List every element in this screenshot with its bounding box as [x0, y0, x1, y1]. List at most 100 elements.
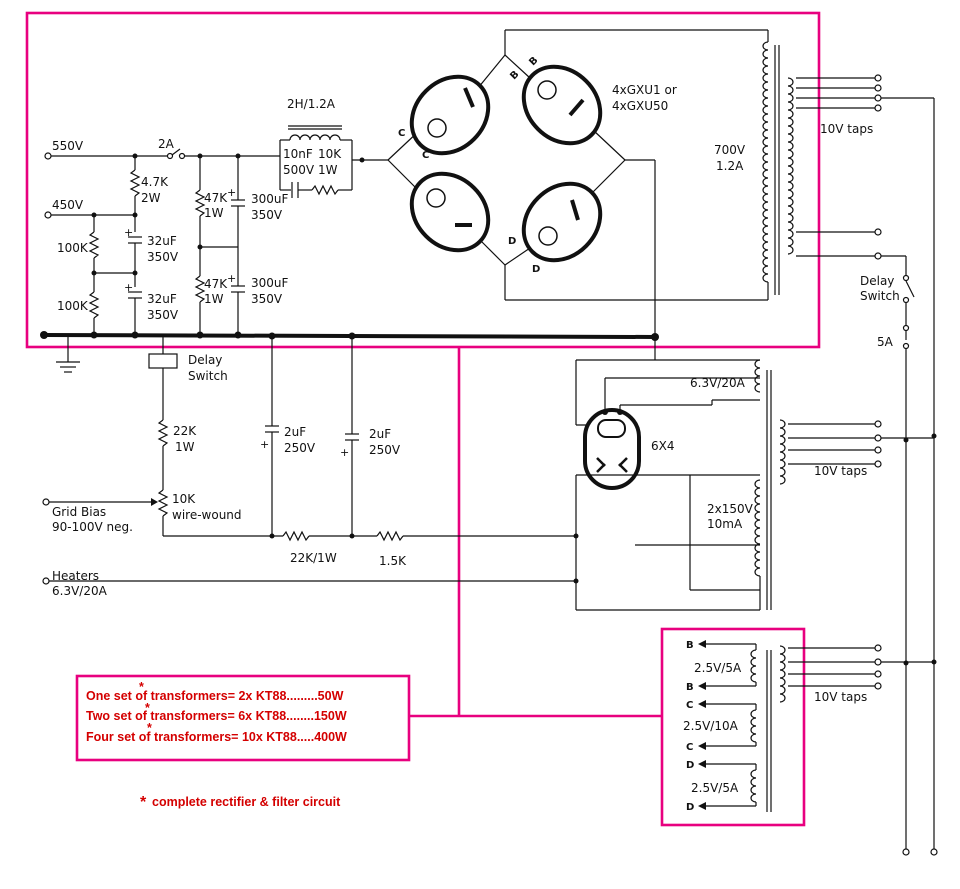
label-fuse-5a: 5A — [877, 335, 894, 349]
rect-letter-b2: B — [527, 55, 540, 68]
terminal-550v — [44, 152, 52, 160]
delay-switch-main — [905, 280, 915, 298]
terminal-450v — [44, 211, 52, 219]
label-r-22k-1w: 22K/1W — [290, 551, 337, 565]
rectifier-tube-bottom-left — [409, 171, 491, 253]
resistor-22k-1w — [282, 530, 310, 542]
filament-transformer-highlight-box — [660, 627, 806, 827]
resistor-1k5 — [376, 530, 404, 542]
notes: One set of transformers= 2x KT88........… — [86, 680, 347, 811]
label-main-current: 1.2A — [716, 159, 744, 173]
label-grid-bias-2: 90-100V neg. — [52, 520, 133, 534]
rect-letter-b1: B — [508, 69, 521, 82]
resistor-47k-b — [194, 275, 206, 303]
label-550v: 550V — [52, 139, 84, 153]
label-c-2uf-a: 2uF — [284, 425, 306, 439]
filament-transformer-primary — [779, 645, 786, 703]
notes-highlight-box — [75, 674, 411, 762]
label-c-300uf-b: 300uF — [251, 276, 289, 290]
label-c-300uf-a: 300uF — [251, 192, 289, 206]
svg-text:+: + — [340, 446, 349, 459]
rectifier-tube-top-right — [521, 64, 603, 146]
mains-lines: Delay Switch 5A — [860, 98, 938, 856]
label-main-voltage: 700V — [714, 143, 746, 157]
rect-letter-c1: C — [398, 128, 405, 139]
label-r-47k-b: 47K — [204, 277, 228, 291]
label-c-300uf-b-v: 350V — [251, 292, 283, 306]
label-6x4: 6X4 — [651, 439, 675, 453]
label-choke: 2H/1.2A — [287, 97, 336, 111]
resistor-100k-a — [88, 231, 100, 259]
rect-letter-d2: D — [532, 264, 540, 275]
label-snubber-c-v: 500V — [283, 163, 315, 177]
label-fil-w3: 2.5V/5A — [691, 781, 739, 795]
label-pot: 10K — [172, 492, 196, 506]
label-r-1k5: 1.5K — [379, 554, 407, 568]
footnote-asterisk: * — [140, 794, 147, 811]
note-line-2: Two set of transformers= 6x KT88........… — [86, 709, 347, 723]
label-heaters-2: 6.3V/20A — [52, 584, 108, 598]
label-r-47k-a: 47K — [204, 191, 228, 205]
label-pot-type: wire-wound — [172, 508, 242, 522]
label-fuse-2a: 2A — [158, 137, 175, 151]
label-c-2uf-a-v: 250V — [284, 441, 316, 455]
ground-bus — [40, 331, 659, 373]
label-bias-hv-2: 10mA — [707, 517, 743, 531]
label-bias-delay-1: Delay — [188, 353, 222, 367]
fil-letter-c2: C — [686, 742, 693, 753]
fil-letter-d1: D — [686, 760, 694, 771]
note-asterisk-3: * — [147, 721, 152, 735]
rectifier-tube-bottom-right — [521, 181, 603, 263]
label-c-300uf-a-v: 350V — [251, 208, 283, 222]
resistor-22k — [157, 419, 169, 447]
label-bias-hv-1: 2x150V — [707, 502, 754, 516]
resistor-47k-a — [194, 189, 206, 217]
svg-text:+: + — [227, 186, 236, 199]
note-asterisk-1: * — [139, 680, 144, 694]
label-bias-delay-2: Switch — [188, 369, 228, 383]
main-transformer-primary — [787, 77, 794, 255]
label-c-32uf-b-v: 350V — [147, 308, 179, 322]
label-r-22k-w: 1W — [175, 440, 195, 454]
fil-letter-d2: D — [686, 802, 694, 813]
note-asterisk-2: * — [145, 701, 150, 715]
label-c-2uf-b: 2uF — [369, 427, 391, 441]
terminal-heaters — [42, 577, 50, 585]
terminal-grid-bias — [42, 498, 50, 506]
label-bias-heater: 6.3V/20A — [690, 376, 746, 390]
fuse-2a — [171, 148, 181, 156]
rect-letter-c2: C — [422, 150, 429, 161]
bias-transformer: 6X4 6.3V/20A 2x150V 10mA 10V taps — [573, 359, 934, 611]
label-snubber-r-w: 1W — [318, 163, 338, 177]
svg-text:+: + — [227, 272, 236, 285]
bias-section: Delay Switch 22K 1W 10K wire-wound Grid … — [42, 335, 576, 598]
rectifier-tube-top-left — [409, 74, 491, 156]
highlight-connector-line — [409, 347, 662, 718]
label-r-100k-b: 100K — [57, 299, 89, 313]
label-snubber-r: 10K — [318, 147, 342, 161]
note-line-1: One set of transformers= 2x KT88........… — [86, 689, 344, 703]
snubber-resistor — [311, 184, 339, 196]
footnote-text: complete rectifier & filter circuit — [152, 795, 341, 809]
note-line-3: Four set of transformers= 10x KT88.....4… — [86, 730, 347, 744]
label-fil-w2: 2.5V/10A — [683, 719, 739, 733]
label-c-32uf-b: 32uF — [147, 292, 177, 306]
label-fil-taps: 10V taps — [814, 690, 867, 704]
resistor-100k-b — [88, 291, 100, 319]
fil-letter-b2: B — [686, 682, 694, 693]
label-delay-main-2: Switch — [860, 289, 900, 303]
bridge-rectifier: B B C C D D 4xGXU1 or 4xGXU50 — [387, 29, 768, 360]
label-main-taps: 10V taps — [820, 122, 873, 136]
label-grid-bias-1: Grid Bias — [52, 505, 106, 519]
fil-letter-c1: C — [686, 700, 693, 711]
label-c-32uf-a: 32uF — [147, 234, 177, 248]
label-tubes-line2: 4xGXU50 — [612, 99, 668, 113]
filter-section: 550V 2A 450V 4.7K 2W + + 32uF 350V 32uF … — [44, 97, 388, 335]
label-r-47k-b-w: 1W — [204, 292, 224, 306]
label-c-2uf-b-v: 250V — [369, 443, 401, 457]
svg-text:+: + — [124, 226, 133, 239]
rectifier-filter-highlight-box — [25, 11, 821, 349]
label-r-100k-a: 100K — [57, 241, 89, 255]
label-r-22k: 22K — [173, 424, 197, 438]
